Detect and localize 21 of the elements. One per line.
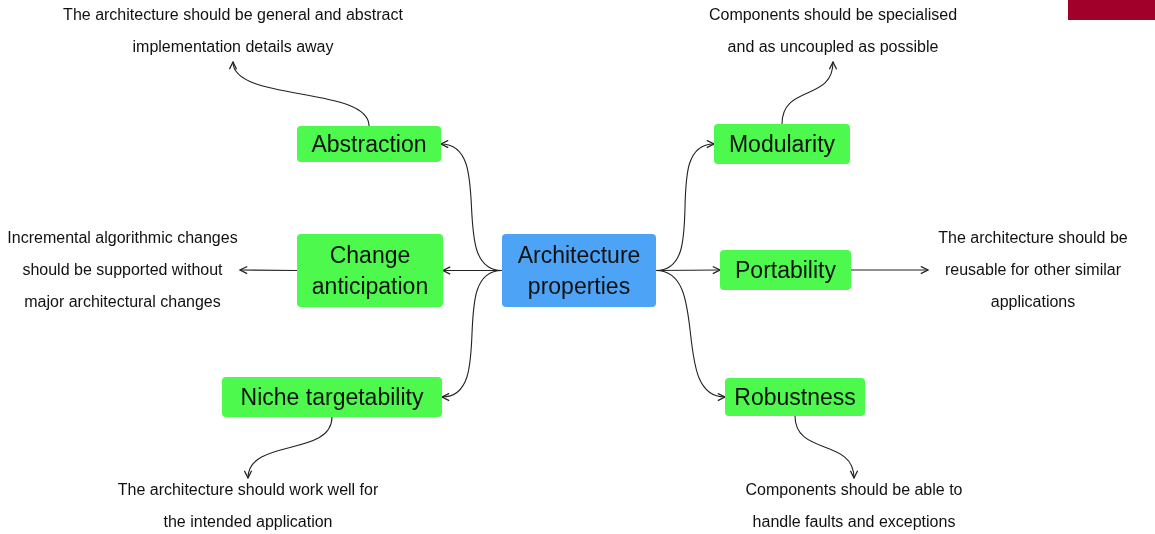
description-text: Components should be specialised and as uncoupled as possible <box>702 0 964 62</box>
description-text: The architecture should be general and abstract implementation details away <box>63 0 403 62</box>
central-box: Architecture properties <box>502 234 656 307</box>
arrow <box>441 269 503 400</box>
property-box: Change anticipation <box>297 234 443 307</box>
description-text: The architecture should be reusable for other similar applications <box>928 222 1138 318</box>
description-text: Incremental algorithmic changes should be supported without major architectural changes <box>5 205 240 335</box>
arrow <box>794 415 858 479</box>
arrow <box>850 265 929 275</box>
property-box: Robustness <box>725 378 865 416</box>
property-box: Abstraction <box>297 126 441 162</box>
arrow <box>781 61 837 125</box>
arrow <box>231 61 370 127</box>
arrow <box>245 416 333 479</box>
property-box: Portability <box>720 250 851 290</box>
property-box: Modularity <box>714 124 850 164</box>
arrow <box>655 269 726 400</box>
description-text: Components should be able to handle faults and exceptions <box>734 478 974 534</box>
property-box: Niche targetability <box>222 377 442 417</box>
description-text: The architecture should work well for the intended application <box>108 478 388 534</box>
arrow <box>239 265 298 275</box>
